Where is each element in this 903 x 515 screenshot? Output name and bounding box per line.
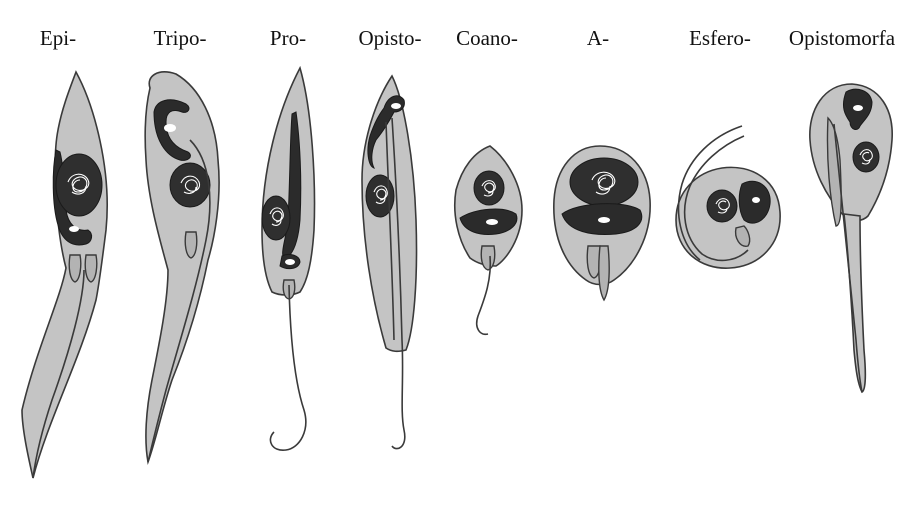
promastigote-figure [262, 68, 314, 450]
trypomastigote-figure [145, 72, 219, 462]
opisthomastigote-figure [362, 76, 417, 449]
sphaeromastigote-figure [676, 126, 780, 268]
choanomastigote-figure [455, 146, 522, 334]
opisthomorph-figure [810, 84, 892, 392]
amastigote-figure [554, 146, 650, 300]
epimastigote-figure [22, 72, 107, 478]
